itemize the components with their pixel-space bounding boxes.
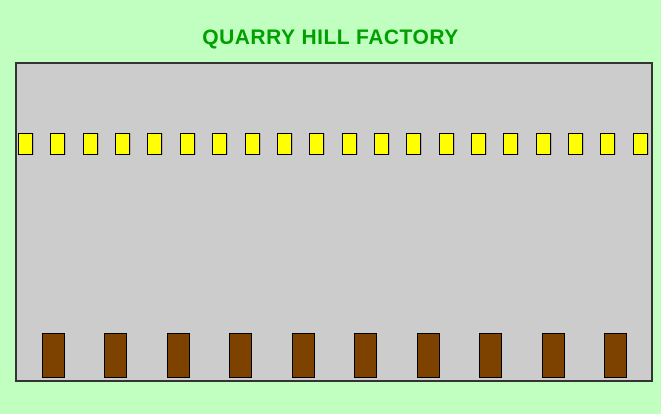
door-shape [541, 333, 565, 378]
window-shape [147, 133, 163, 155]
window-shape [373, 133, 389, 155]
window-shape [471, 133, 487, 155]
door-shape [416, 333, 440, 378]
door-shape [229, 333, 253, 378]
window-shape [115, 133, 131, 155]
window-shape [568, 133, 584, 155]
window-shape [535, 133, 551, 155]
doors-row [42, 333, 627, 378]
door-shape [166, 333, 190, 378]
door-shape [104, 333, 128, 378]
door-shape [354, 333, 378, 378]
window-shape [276, 133, 292, 155]
factory-building [15, 62, 653, 382]
window-shape [309, 133, 325, 155]
window-shape [82, 133, 98, 155]
window-shape [179, 133, 195, 155]
window-shape [18, 133, 33, 155]
window-shape [503, 133, 519, 155]
door-shape [42, 333, 65, 378]
window-shape [600, 133, 616, 155]
window-shape [632, 133, 648, 155]
window-shape [50, 133, 66, 155]
door-shape [291, 333, 315, 378]
window-shape [438, 133, 454, 155]
page-title: QUARRY HILL FACTORY [202, 26, 459, 49]
window-shape [212, 133, 228, 155]
window-shape [406, 133, 422, 155]
window-shape [244, 133, 260, 155]
window-shape [341, 133, 357, 155]
door-shape [603, 333, 627, 378]
door-shape [479, 333, 503, 378]
windows-row [18, 133, 648, 155]
